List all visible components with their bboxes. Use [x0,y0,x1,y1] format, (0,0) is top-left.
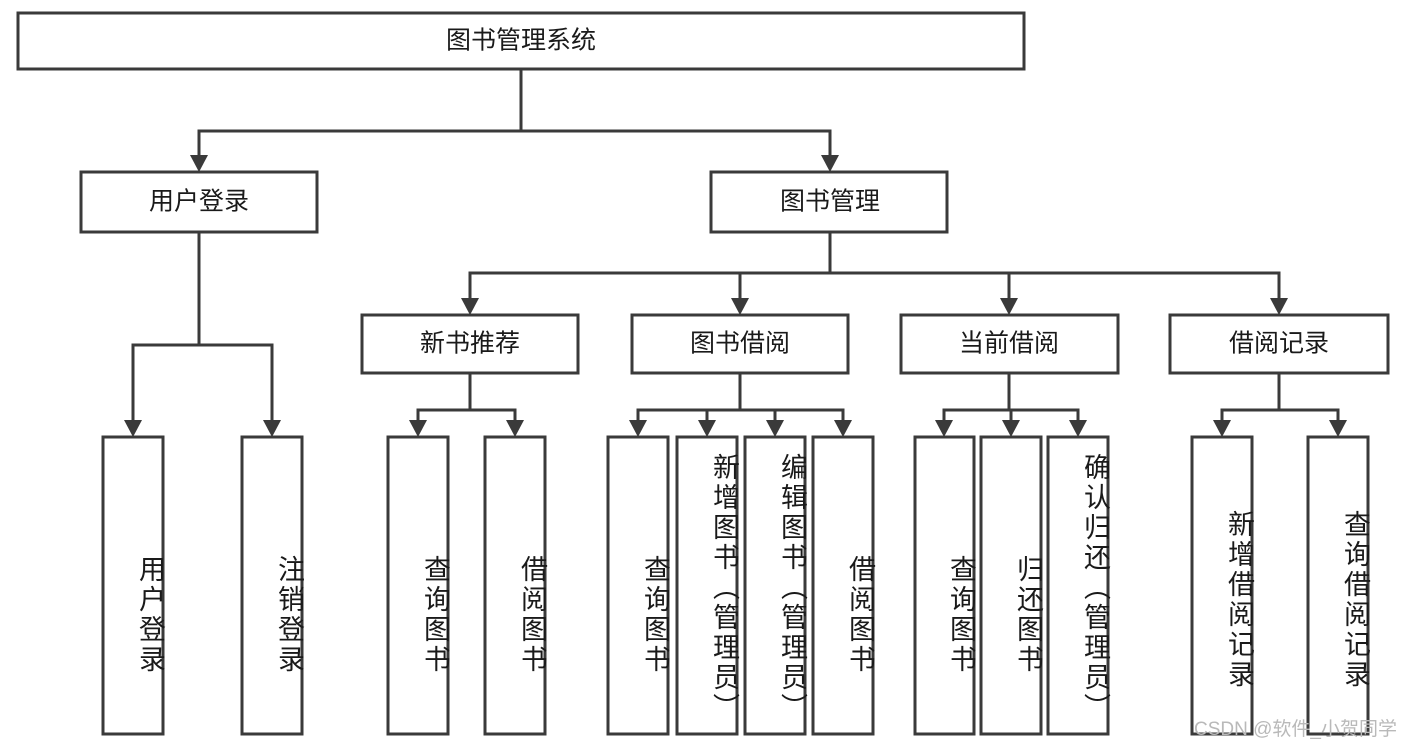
leaf-box-user-logout[interactable] [240,435,304,736]
node-book-management-box[interactable] [709,170,949,234]
arrow-to-new-book-recommend [461,298,479,315]
node-borrow-record[interactable]: 借阅记录 [1168,313,1390,375]
node-user-login-label: 用户登录 [149,188,249,216]
connector-borrow-record-to-leaves [1213,371,1347,437]
arrow-to-leaf-rec-borrow-book [506,420,524,437]
arrow-to-leaf-borrow-edit-book [766,420,784,437]
leaf-box-rec-borrow-book[interactable] [483,435,547,736]
leaf-box-rec-query-book[interactable] [386,435,450,736]
arrow-to-book-management [821,155,839,172]
node-root-box[interactable] [16,11,1026,71]
node-book-management-label: 图书管理 [780,188,880,216]
leaf-box-borrow-query-book[interactable] [606,435,670,736]
connector-book-management-to-level3 [461,230,1288,315]
node-borrow-record-box[interactable] [1168,313,1390,375]
node-new-book-recommend-label: 新书推荐 [420,330,520,358]
node-new-book-recommend-box[interactable] [360,313,580,375]
arrow-to-leaf-record-add [1213,420,1231,437]
leaf-box-borrow-borrow-book[interactable] [811,435,875,736]
leaf-box-borrow-edit-book[interactable] [743,435,807,736]
node-current-borrow[interactable]: 当前借阅 [899,313,1120,375]
leaf-boxes [101,435,1370,736]
connector-new-book-recommend-to-leaves [409,371,524,437]
arrow-to-leaf-record-query [1329,420,1347,437]
node-new-book-recommend[interactable]: 新书推荐 [360,313,580,375]
node-current-borrow-label: 当前借阅 [959,330,1059,358]
leaf-box-current-return-book[interactable] [979,435,1043,736]
csdn-watermark: CSDN @软件_小贺同学 [1194,719,1397,740]
leaf-box-record-query[interactable] [1306,435,1370,736]
connector-user-login-to-leaves [124,230,281,437]
node-user-login[interactable]: 用户登录 [79,170,319,234]
node-book-borrow[interactable]: 图书借阅 [630,313,850,375]
node-book-management[interactable]: 图书管理 [709,170,949,234]
node-book-borrow-box[interactable] [630,313,850,375]
arrow-to-borrow-record [1270,298,1288,315]
arrow-to-leaf-borrow-borrow-book [834,420,852,437]
connector-current-borrow-to-leaves [935,371,1087,437]
leaf-box-current-query-book[interactable] [913,435,976,736]
arrow-to-leaf-user-login [124,420,142,437]
node-root-label: 图书管理系统 [446,27,596,55]
arrow-to-user-login [190,155,208,172]
arrow-to-leaf-current-return-book [1002,420,1020,437]
node-user-login-box[interactable] [79,170,319,234]
leaf-box-record-add[interactable] [1190,435,1254,736]
arrow-to-book-borrow [731,298,749,315]
node-borrow-record-label: 借阅记录 [1229,330,1329,358]
arrow-to-leaf-borrow-add-book [698,420,716,437]
arrow-to-current-borrow [1000,298,1018,315]
node-current-borrow-box[interactable] [899,313,1120,375]
arrow-to-leaf-current-query-book [935,420,953,437]
connector-root-to-level2 [190,67,839,172]
arrow-to-leaf-rec-query-book [409,420,427,437]
connector-book-borrow-to-leaves [629,371,852,437]
node-book-borrow-label: 图书借阅 [690,330,790,358]
leaf-box-user-login[interactable] [101,435,165,736]
arrow-to-leaf-user-logout [263,420,281,437]
leaf-box-borrow-add-book[interactable] [675,435,739,736]
leaf-box-current-confirm-return[interactable] [1046,435,1110,736]
node-root[interactable]: 图书管理系统 [16,11,1026,71]
arrow-to-leaf-borrow-query-book [629,420,647,437]
arrow-to-leaf-current-confirm-return [1069,420,1087,437]
